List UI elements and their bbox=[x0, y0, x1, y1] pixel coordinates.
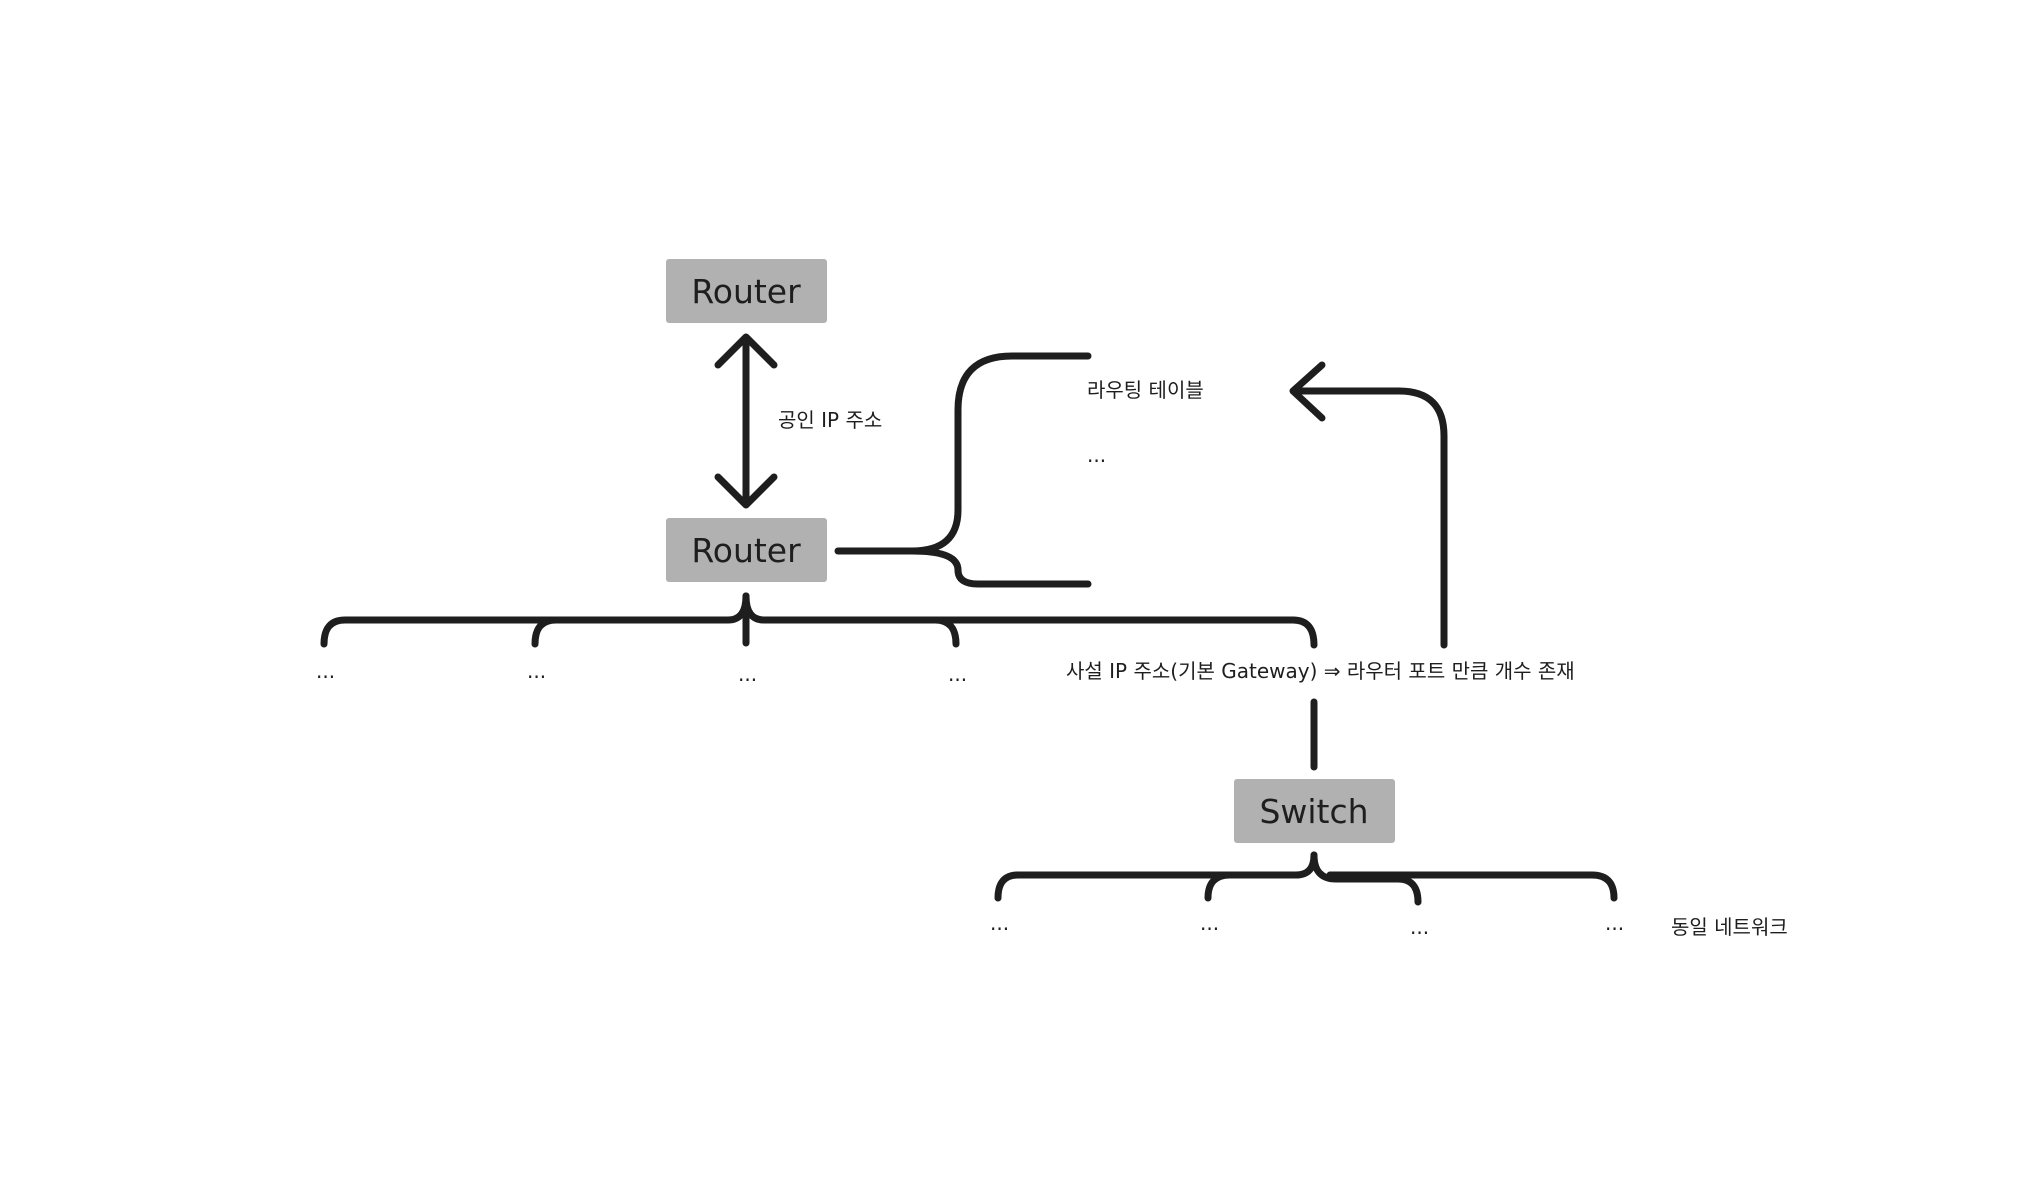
arrow-head-up bbox=[714, 333, 778, 369]
public-ip-arrow bbox=[714, 333, 778, 509]
main-router-node[interactable]: Router bbox=[666, 518, 827, 582]
switch-branch-braces bbox=[994, 851, 1618, 906]
router-branch-2: ... bbox=[527, 659, 546, 683]
same-network-label: 동일 네트워크 bbox=[1671, 915, 1788, 939]
return-arrow bbox=[1289, 361, 1448, 649]
return-arrow-line bbox=[1291, 387, 1448, 649]
switch-node[interactable]: Switch bbox=[1234, 779, 1395, 843]
public-ip-label: 공인 IP 주소 bbox=[778, 408, 882, 432]
switch-brace-left-1 bbox=[994, 851, 1318, 902]
router-branch-4: ... bbox=[948, 662, 967, 686]
switch-branch-2: ... bbox=[1200, 911, 1219, 935]
router-branch-1: ... bbox=[316, 659, 335, 683]
router-branch-3: ... bbox=[738, 662, 757, 686]
switch-brace-right-2 bbox=[1326, 871, 1618, 902]
routing-table-label: 라우팅 테이블 bbox=[1087, 378, 1204, 402]
switch-branch-3: ... bbox=[1410, 915, 1429, 939]
switch-brace-left-2 bbox=[1204, 871, 1234, 902]
top-router-label: Router bbox=[691, 272, 801, 311]
main-router-label: Router bbox=[691, 531, 801, 570]
routing-table-more: ... bbox=[1087, 443, 1106, 467]
router-brace-right-1 bbox=[742, 592, 960, 648]
switch-label: Switch bbox=[1259, 792, 1368, 831]
arrow-head-down bbox=[714, 473, 778, 509]
switch-brace-right-1 bbox=[1310, 851, 1422, 906]
private-ip-label: 사설 IP 주소(기본 Gateway) ⇒ 라우터 포트 만큼 개수 존재 bbox=[1066, 659, 1575, 683]
router-branch-braces bbox=[320, 592, 1318, 649]
return-arrow-head bbox=[1289, 361, 1326, 422]
switch-branch-1: ... bbox=[990, 911, 1009, 935]
routing-table-brace bbox=[834, 352, 1092, 588]
switch-branch-4: ... bbox=[1605, 911, 1624, 935]
switch-box bbox=[1234, 779, 1395, 843]
router-brace-right-2 bbox=[931, 616, 1318, 649]
main-router-box bbox=[666, 518, 827, 582]
top-router-box bbox=[666, 259, 827, 323]
router-brace-left-2 bbox=[531, 616, 732, 648]
top-router-node[interactable]: Router bbox=[666, 259, 827, 323]
